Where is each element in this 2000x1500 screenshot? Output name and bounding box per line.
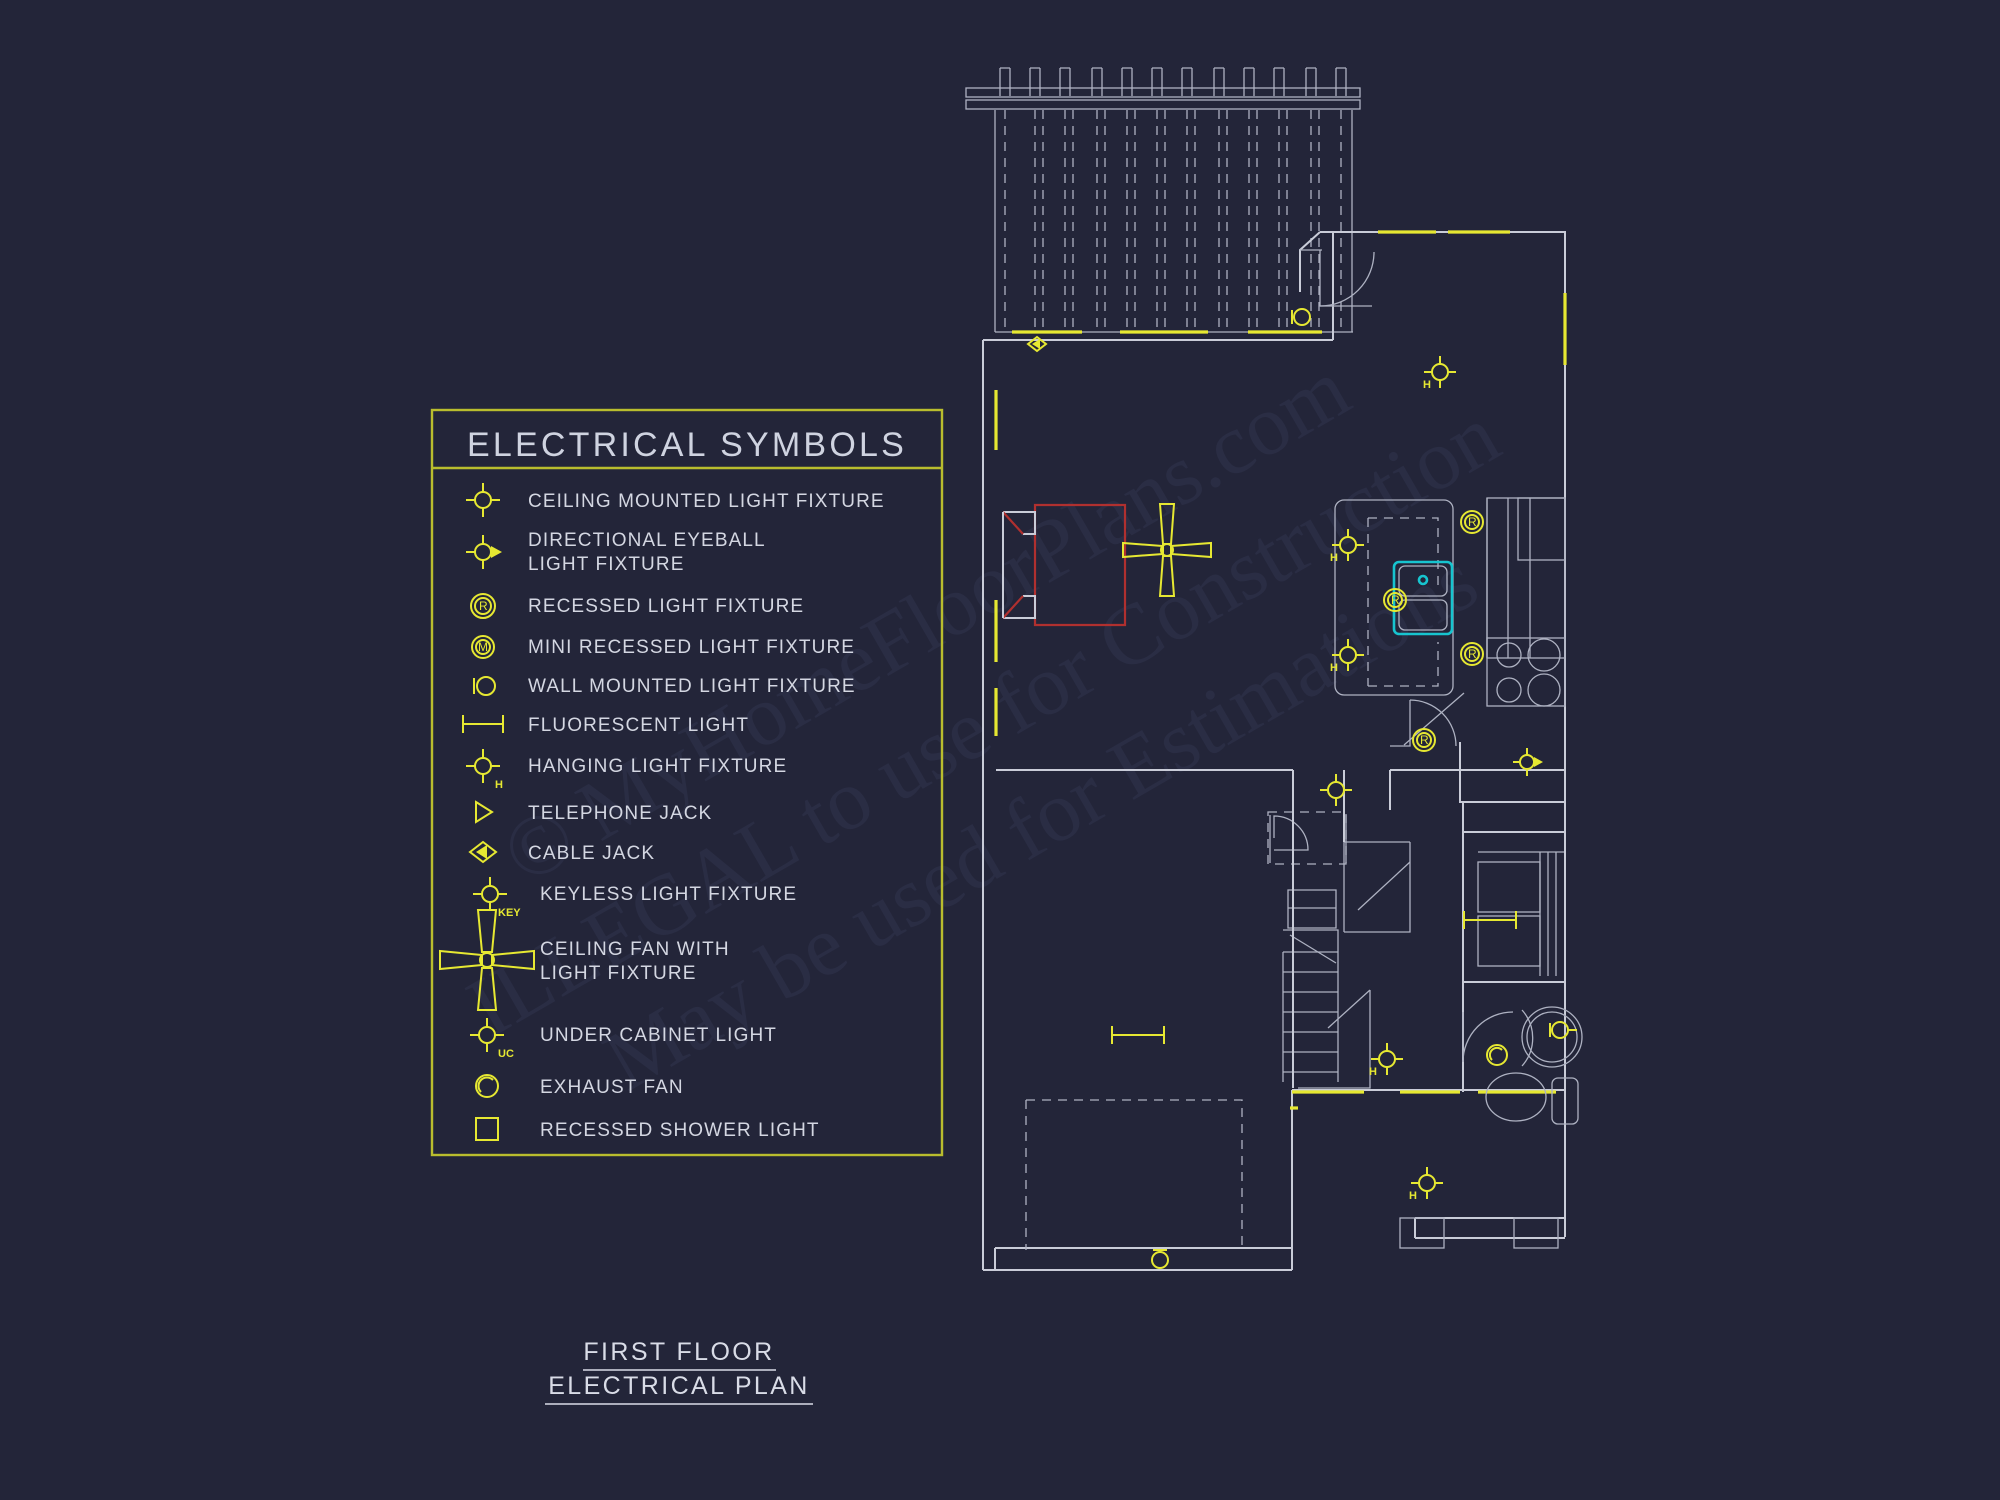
svg-text:UC: UC bbox=[498, 1048, 514, 1060]
legend-label-7: TELEPHONE JACK bbox=[528, 803, 712, 824]
legend-row-ceiling-mounted-light: CEILING MOUNTED LIGHT FIXTURE bbox=[466, 483, 885, 517]
recessed-shower-light-icon bbox=[475, 1117, 499, 1141]
svg-text:R: R bbox=[1420, 733, 1429, 747]
under-cabinet-light-icon: UC bbox=[470, 1018, 514, 1060]
legend-row-fluorescent-light: FLUORESCENT LIGHT bbox=[462, 715, 749, 736]
plan-fixtures: H H H R R bbox=[1026, 308, 1577, 1269]
legend-label-0: CEILING MOUNTED LIGHT FIXTURE bbox=[528, 491, 885, 512]
fireplace bbox=[1002, 503, 1127, 627]
legend-row-exhaust-fan: EXHAUST FAN bbox=[475, 1074, 684, 1098]
legend-label-1: DIRECTIONAL EYEBALL bbox=[528, 530, 766, 551]
ceiling-fan-with-light-icon bbox=[439, 909, 535, 1011]
svg-text:R: R bbox=[1468, 515, 1477, 529]
fixture-directional-eyeball-hall bbox=[1513, 748, 1543, 776]
exhaust-fan-icon bbox=[475, 1074, 499, 1098]
fixture-hanging-light-foyer: H bbox=[1423, 356, 1456, 391]
telephone-jack-icon bbox=[475, 800, 494, 824]
garage-area bbox=[1025, 1099, 1559, 1250]
legend-label-10: CEILING FAN WITH bbox=[540, 939, 730, 960]
legend-row-wall-mounted-light: WALL MOUNTED LIGHT FIXTURE bbox=[473, 676, 856, 697]
svg-text:H: H bbox=[495, 779, 503, 791]
legend-row-mini-recessed-light: M MINI RECESSED LIGHT FIXTURE bbox=[471, 635, 855, 659]
plan-title-line-1: FIRST FLOOR bbox=[583, 1338, 774, 1366]
fixture-hanging-light-porch: H bbox=[1409, 1167, 1443, 1202]
fixture-fluorescent-garage bbox=[1111, 1026, 1165, 1044]
svg-text:H: H bbox=[1423, 379, 1431, 391]
legend-row-recessed-shower-light: RECESSED SHOWER LIGHT bbox=[475, 1117, 820, 1141]
fixture-recessed-kitchen-2: R bbox=[1460, 642, 1484, 666]
legend-label-1b: LIGHT FIXTURE bbox=[528, 554, 684, 575]
legend-row-under-cabinet-light: UC UNDER CABINET LIGHT bbox=[470, 1018, 777, 1060]
legend-label-11: UNDER CABINET LIGHT bbox=[540, 1025, 777, 1046]
kitchen bbox=[1334, 497, 1566, 707]
bathroom bbox=[1462, 1006, 1583, 1125]
fixture-hanging-light-island-2: H bbox=[1330, 639, 1364, 674]
svg-text:H: H bbox=[1409, 1190, 1417, 1202]
legend-row-cable-jack: CABLE JACK bbox=[468, 840, 655, 864]
legend-label-4: WALL MOUNTED LIGHT FIXTURE bbox=[528, 676, 856, 697]
legend-label-2: RECESSED LIGHT FIXTURE bbox=[528, 596, 804, 617]
staircase bbox=[1267, 811, 1347, 1082]
legend-label-9: KEYLESS LIGHT FIXTURE bbox=[540, 884, 797, 905]
fixture-recessed-kitchen-1: R bbox=[1460, 510, 1484, 534]
fixture-wall-light-garage-exterior bbox=[1151, 1249, 1169, 1269]
fixture-ceiling-fan-living bbox=[1122, 503, 1212, 597]
building-outline bbox=[982, 231, 1566, 1271]
hanging-light-icon: H bbox=[466, 749, 503, 791]
cable-jack-icon bbox=[468, 840, 498, 864]
legend-label-5: FLUORESCENT LIGHT bbox=[528, 715, 749, 736]
svg-text:R: R bbox=[1468, 647, 1477, 661]
legend-label-8: CABLE JACK bbox=[528, 843, 655, 864]
windows bbox=[994, 230, 1567, 1110]
legend-frame bbox=[430, 408, 944, 1157]
svg-text:H: H bbox=[1330, 662, 1338, 674]
fixture-hanging-light-island-1: H bbox=[1330, 529, 1364, 564]
svg-text:M: M bbox=[478, 640, 488, 654]
legend-label-10b: LIGHT FIXTURE bbox=[540, 963, 696, 984]
legend-title: ELECTRICAL SYMBOLS bbox=[467, 426, 907, 464]
svg-text:H: H bbox=[1369, 1066, 1377, 1078]
mini-recessed-light-icon: M bbox=[471, 635, 495, 659]
legend-label-13: RECESSED SHOWER LIGHT bbox=[540, 1120, 820, 1141]
fixture-recessed-island-sink: R bbox=[1383, 588, 1407, 612]
legend-row-telephone-jack: TELEPHONE JACK bbox=[475, 800, 712, 824]
legend-row-ceiling-fan-with-light: CEILING FAN WITH LIGHT FIXTURE bbox=[439, 909, 730, 1011]
fluorescent-light-icon bbox=[462, 715, 504, 733]
recessed-light-icon: R bbox=[470, 593, 496, 619]
fixture-wall-light-entry bbox=[1291, 308, 1311, 326]
fixture-hanging-light-bedroom: H bbox=[1369, 1043, 1403, 1078]
legend-row-directional-eyeball-light: DIRECTIONAL EYEBALL LIGHT FIXTURE bbox=[466, 530, 766, 575]
legend-row-keyless-light: KEY KEYLESS LIGHT FIXTURE bbox=[473, 877, 797, 919]
svg-text:H: H bbox=[1330, 552, 1338, 564]
fixture-cable-jack-deck bbox=[1026, 335, 1048, 353]
legend-label-12: EXHAUST FAN bbox=[540, 1077, 684, 1098]
fixture-ceiling-light-stair bbox=[1320, 774, 1352, 806]
wall-mounted-light-icon bbox=[473, 676, 496, 696]
keyless-light-icon: KEY bbox=[473, 877, 521, 919]
fixture-recessed-hall: R bbox=[1412, 728, 1436, 752]
fixture-exhaust-fan-bath bbox=[1486, 1044, 1508, 1066]
plan-title-line-2: ELECTRICAL PLAN bbox=[548, 1372, 810, 1400]
directional-eyeball-light-icon bbox=[466, 535, 502, 569]
svg-text:R: R bbox=[479, 599, 488, 613]
fixture-wall-light-bath-vanity bbox=[1549, 1021, 1577, 1039]
svg-text:KEY: KEY bbox=[498, 907, 521, 919]
entry-door bbox=[1300, 249, 1375, 307]
legend-row-hanging-light: H HANGING LIGHT FIXTURE bbox=[466, 749, 787, 791]
legend-label-6: HANGING LIGHT FIXTURE bbox=[528, 756, 787, 777]
svg-text:R: R bbox=[1391, 593, 1400, 607]
legend-label-3: MINI RECESSED LIGHT FIXTURE bbox=[528, 637, 855, 658]
ceiling-mounted-light-icon bbox=[466, 483, 500, 517]
fixture-fluorescent-laundry bbox=[1463, 911, 1517, 929]
legend-row-recessed-light: R RECESSED LIGHT FIXTURE bbox=[470, 593, 804, 619]
